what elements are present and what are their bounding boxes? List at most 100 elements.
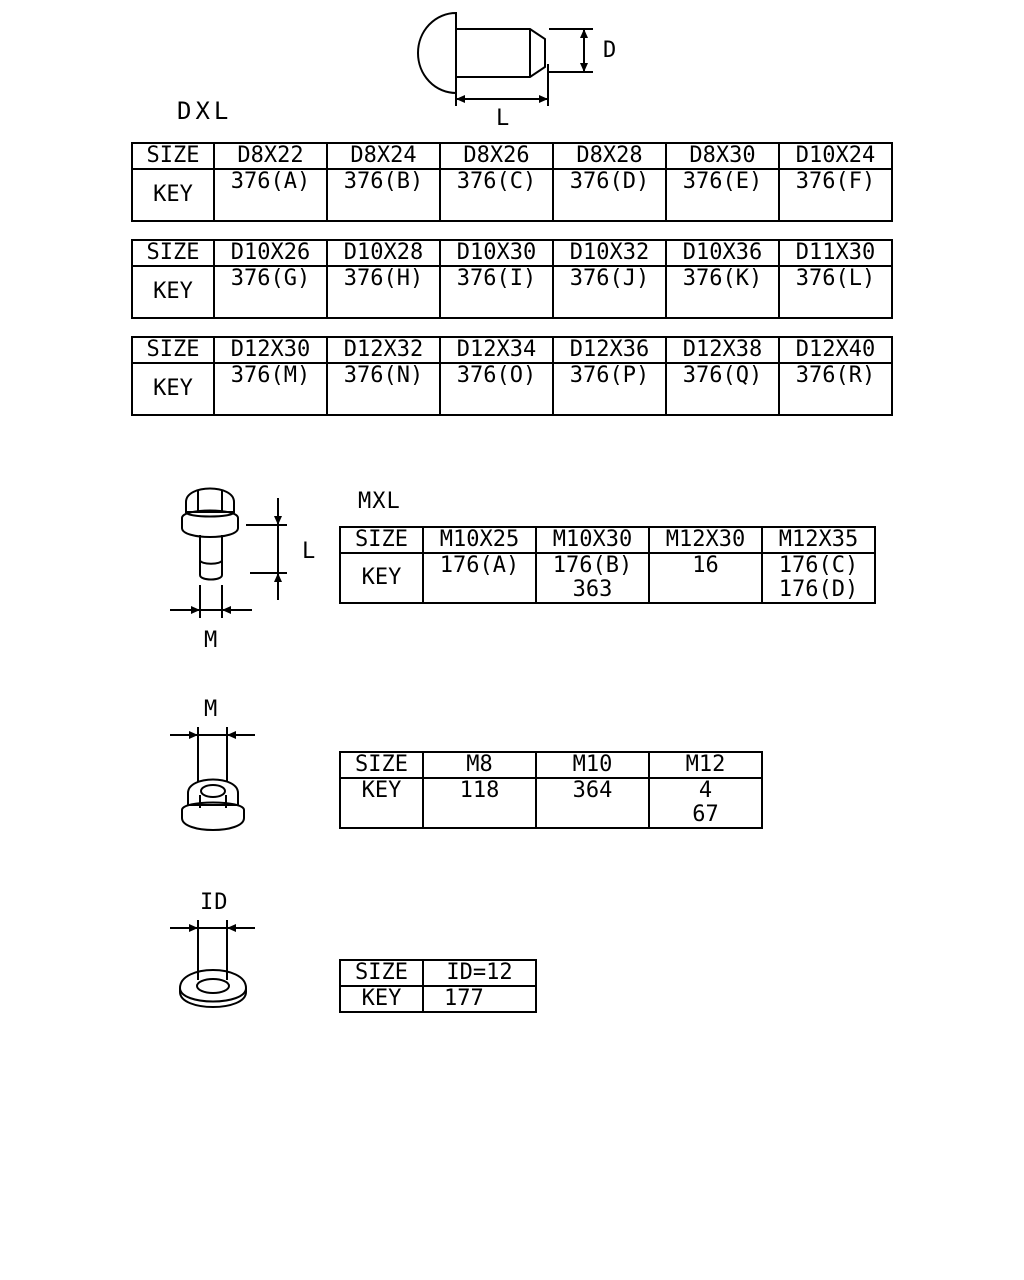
bolt-flange [181, 509, 239, 538]
key-header: KEY [339, 985, 424, 1013]
size-cell: M8 [422, 751, 537, 779]
size-cell: M10 [535, 751, 650, 779]
key-cell: 376(B) [326, 168, 441, 222]
key-value: 176(D) [778, 577, 859, 602]
key-cell: 376(O) [439, 362, 554, 416]
key-cell: 376(A) [213, 168, 328, 222]
key-cell: 176(C)176(D) [761, 552, 876, 604]
key-cell: 376(M) [213, 362, 328, 416]
key-header: KEY [339, 552, 424, 604]
nut-body [187, 778, 239, 806]
key-cell: 176(A) [422, 552, 537, 604]
key-value: 176(C) [778, 553, 859, 578]
key-header: KEY [339, 777, 424, 829]
bolt-shank [199, 535, 223, 581]
key-cell: 376(R) [778, 362, 893, 416]
flange-nut-diagram [170, 727, 255, 831]
size-cell: D10X26 [213, 239, 328, 267]
size-header: SIZE [131, 142, 215, 170]
rivet-head [417, 11, 457, 95]
size-cell: D12X34 [439, 336, 554, 364]
bolt-head [185, 487, 235, 513]
key-value: 4 [698, 778, 713, 803]
washer-hole [196, 978, 230, 994]
key-value: 176(B) [552, 553, 633, 578]
key-header: KEY [131, 265, 215, 319]
size-cell: D8X24 [326, 142, 441, 170]
key-header: KEY [131, 168, 215, 222]
size-cell: D11X30 [778, 239, 893, 267]
size-cell: D8X30 [665, 142, 780, 170]
key-cell: 176(B)363 [535, 552, 650, 604]
key-cell: 16 [648, 552, 763, 604]
size-cell: M12 [648, 751, 763, 779]
bolt-table-title: MXL [358, 489, 401, 514]
size-header: SIZE [131, 239, 215, 267]
key-cell: 177 [422, 985, 537, 1013]
size-cell: D8X26 [439, 142, 554, 170]
size-header: SIZE [339, 751, 424, 779]
size-cell: M10X25 [422, 526, 537, 554]
key-value: 364 [572, 778, 613, 803]
size-cell: D12X40 [778, 336, 893, 364]
washer-diagram [170, 920, 255, 1008]
rivet-size-table-3: SIZE D12X30 D12X32 D12X34 D12X36 D12X38 … [131, 336, 893, 416]
size-cell: D12X38 [665, 336, 780, 364]
key-cell: 376(G) [213, 265, 328, 319]
size-cell: M12X35 [761, 526, 876, 554]
key-cell: 376(E) [665, 168, 780, 222]
size-cell: D10X24 [778, 142, 893, 170]
key-cell: 376(D) [552, 168, 667, 222]
key-cell: 376(P) [552, 362, 667, 416]
key-cell: 376(C) [439, 168, 554, 222]
key-value: 176(A) [439, 553, 520, 578]
key-cell: 376(N) [326, 362, 441, 416]
key-value: 67 [692, 802, 719, 827]
key-cell: 376(F) [778, 168, 893, 222]
key-value: 177 [444, 986, 484, 1011]
washer-ring [179, 969, 247, 1008]
bolt-length-label: L [302, 539, 317, 564]
bolt-size-table: SIZE M10X25 M10X30 M12X30 M12X35 KEY 176… [339, 526, 876, 604]
size-cell: M12X30 [648, 526, 763, 554]
size-cell: D8X28 [552, 142, 667, 170]
rivet-diagram [417, 11, 593, 106]
rivet-length-label: L [496, 106, 511, 131]
size-cell: D8X22 [213, 142, 328, 170]
size-cell: D12X30 [213, 336, 328, 364]
size-cell: M10X30 [535, 526, 650, 554]
key-cell: 376(J) [552, 265, 667, 319]
key-header: KEY [131, 362, 215, 416]
size-cell: ID=12 [422, 959, 537, 987]
key-cell: 376(I) [439, 265, 554, 319]
key-value: 16 [692, 553, 719, 578]
key-value: 363 [572, 577, 613, 602]
size-cell: D10X28 [326, 239, 441, 267]
key-cell: 364 [535, 777, 650, 829]
size-cell: D10X30 [439, 239, 554, 267]
key-cell: 118 [422, 777, 537, 829]
flange-bolt-diagram [170, 487, 287, 618]
washer-size-table: SIZE ID=12 KEY 177 [339, 959, 537, 1013]
size-cell: D10X32 [552, 239, 667, 267]
size-cell: D12X32 [326, 336, 441, 364]
rivet-size-table-1: SIZE D8X22 D8X24 D8X26 D8X28 D8X30 D10X2… [131, 142, 893, 222]
rivet-shank [456, 28, 546, 78]
key-cell: 376(K) [665, 265, 780, 319]
size-cell: D10X36 [665, 239, 780, 267]
bolt-thread-label: M [204, 628, 219, 653]
size-header: SIZE [131, 336, 215, 364]
rivet-table-title: DXL [177, 97, 233, 125]
key-value: 118 [459, 778, 500, 803]
rivet-size-table-2: SIZE D10X26 D10X28 D10X30 D10X32 D10X36 … [131, 239, 893, 319]
rivet-diameter-label: D [603, 38, 618, 63]
key-cell: 376(H) [326, 265, 441, 319]
washer-id-label: ID [200, 890, 229, 915]
nut-thread-label: M [204, 697, 219, 722]
size-header: SIZE [339, 526, 424, 554]
size-header: SIZE [339, 959, 424, 987]
key-cell: 376(L) [778, 265, 893, 319]
key-cell: 376(Q) [665, 362, 780, 416]
